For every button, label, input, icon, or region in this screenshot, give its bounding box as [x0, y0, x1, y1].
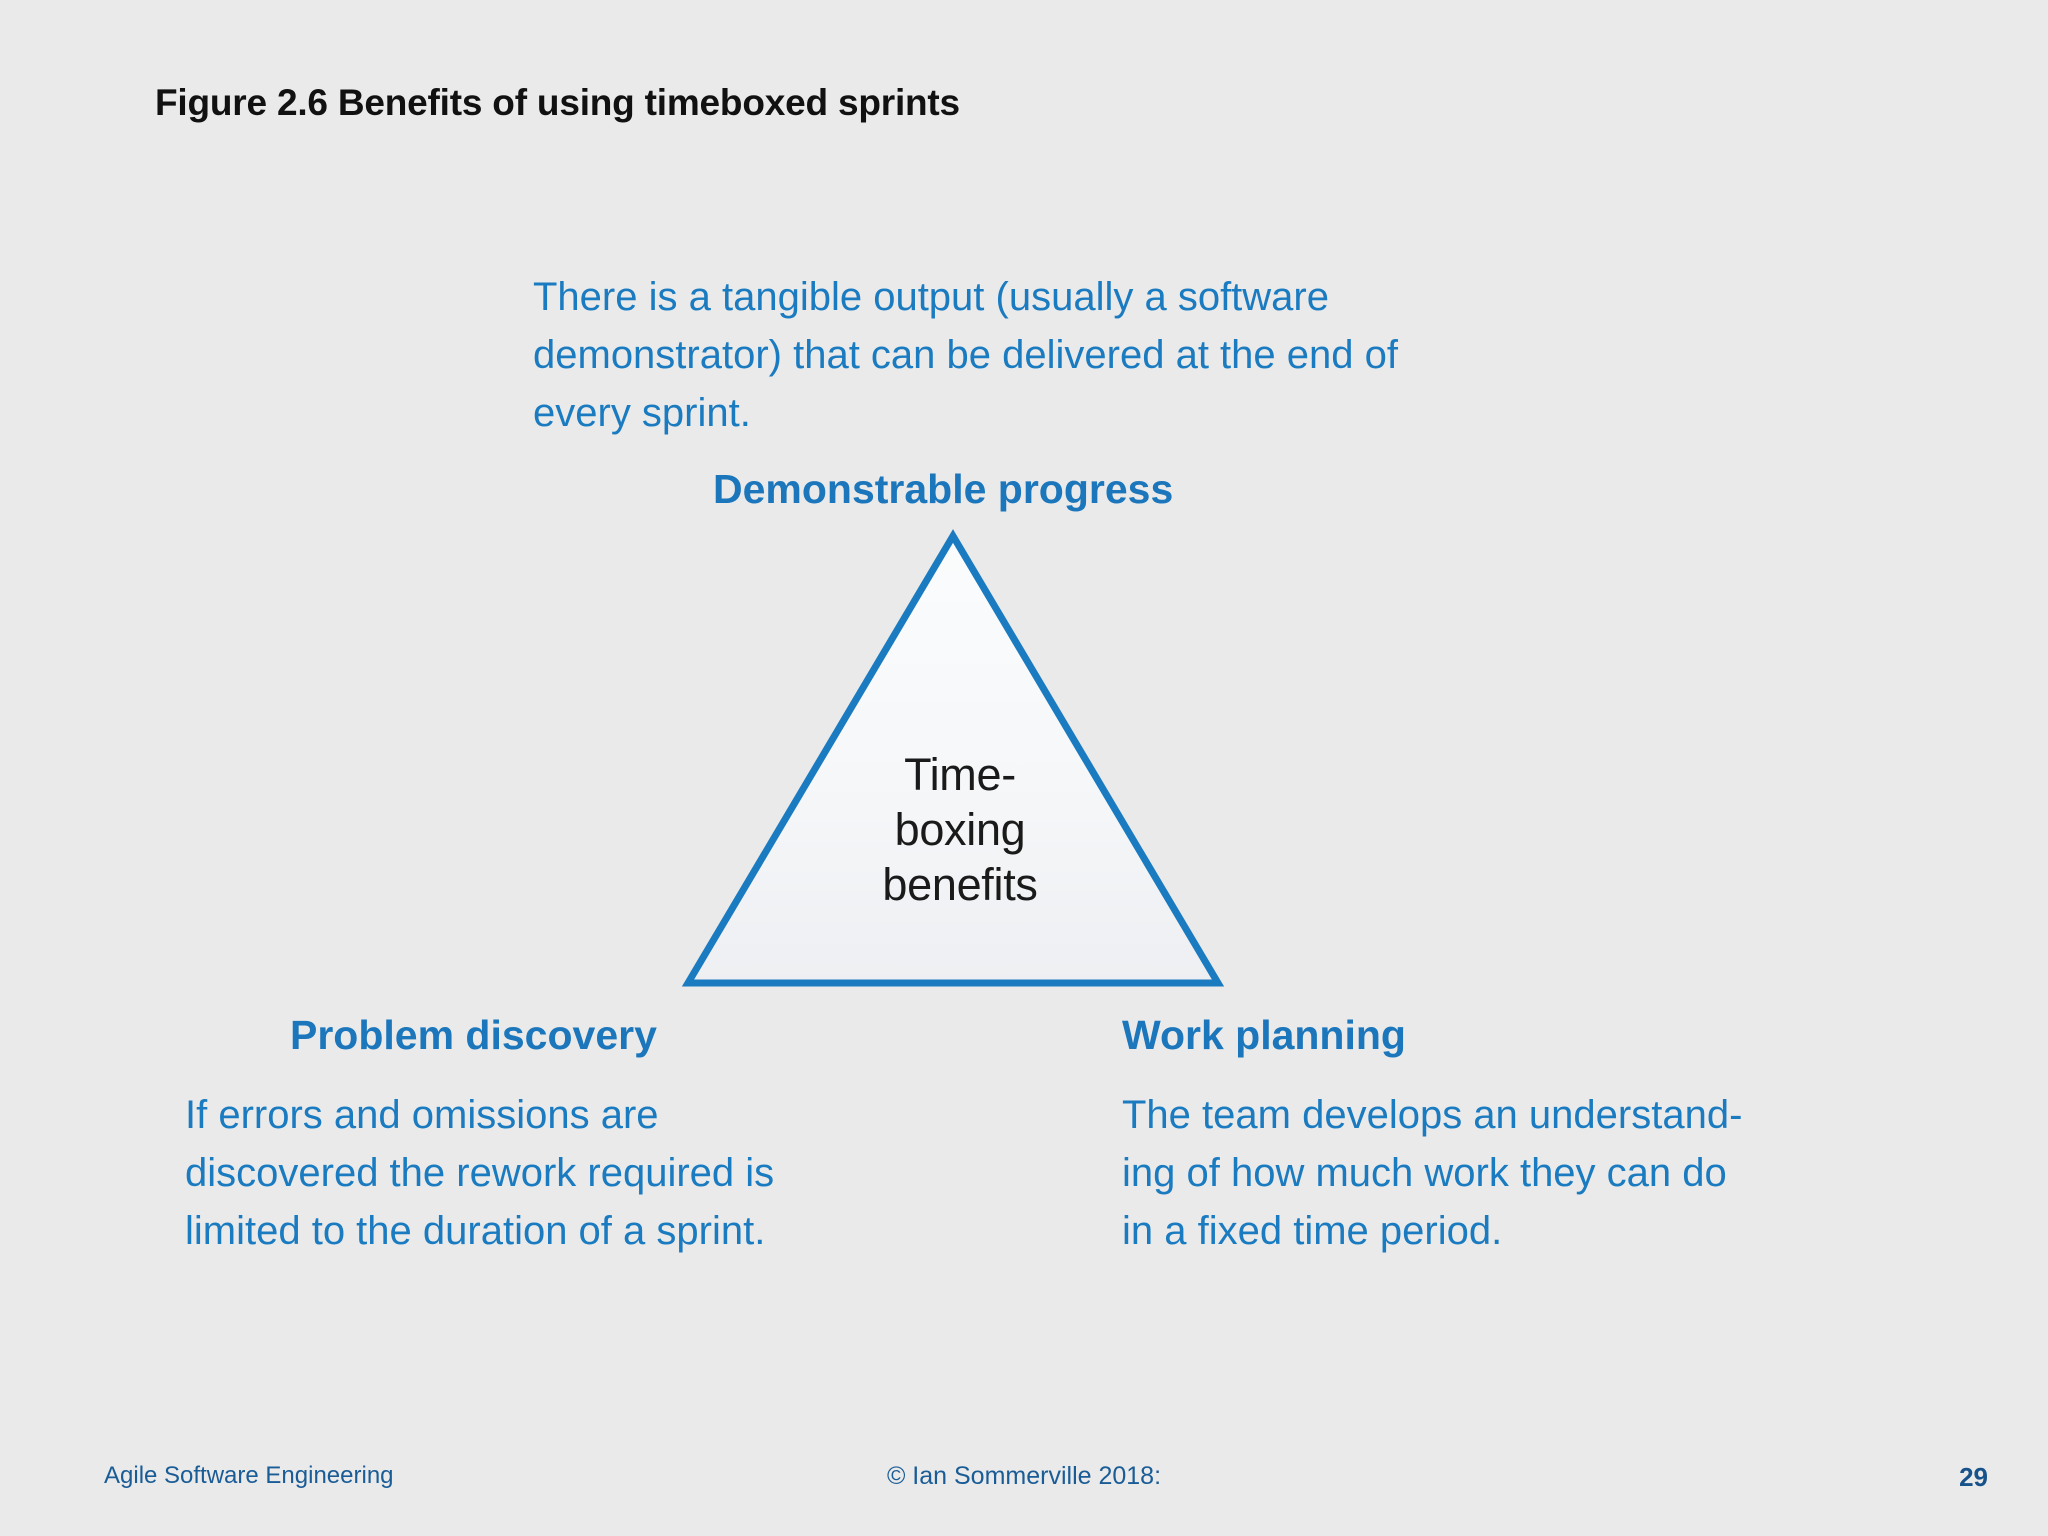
work-planning-line-2: ing of how much work they can do: [1122, 1151, 1727, 1195]
problem-discovery-description: If errors and omissions are discovered t…: [185, 1086, 975, 1260]
timeboxing-benefits-triangle: Time- boxing benefits: [660, 515, 1260, 1015]
vertex-label-problem-discovery: Problem discovery: [290, 1012, 657, 1058]
problem-discovery-line-3: limited to the duration of a sprint.: [185, 1209, 766, 1253]
work-planning-line-3: in a fixed time period.: [1122, 1209, 1503, 1253]
footer-copyright: © Ian Sommerville 2018:: [886, 1462, 1162, 1490]
triangle-label-line-1: Time-: [904, 749, 1016, 800]
vertex-label-demonstrable-progress: Demonstrable progress: [713, 466, 1174, 512]
problem-discovery-line-2: discovered the rework required is: [185, 1151, 775, 1195]
slide-footer: Agile Software Engineering © Ian Sommerv…: [0, 1462, 2048, 1512]
description-line-1: There is a tangible output (usually a so…: [533, 275, 1329, 319]
footer-page-number: 29: [1959, 1462, 1988, 1492]
triangle-label-line-2: boxing: [894, 804, 1026, 855]
footer-book-title: Agile Software Engineering: [104, 1462, 394, 1489]
demonstrable-progress-description: There is a tangible output (usually a so…: [533, 268, 1653, 442]
work-planning-description: The team develops an understand- ing of …: [1122, 1086, 1952, 1260]
work-planning-line-1: The team develops an understand-: [1122, 1093, 1743, 1137]
problem-discovery-line-1: If errors and omissions are: [185, 1093, 659, 1137]
vertex-label-work-planning: Work planning: [1122, 1012, 1406, 1058]
triangle-shape: [681, 529, 1225, 987]
triangle-center-label: Time- boxing benefits: [660, 747, 1260, 912]
description-line-2: demonstrator) that can be delivered at t…: [533, 333, 1398, 377]
triangle-label-line-3: benefits: [882, 859, 1038, 910]
triangle-polygon: [681, 529, 1225, 987]
page-title: Figure 2.6 Benefits of using timeboxed s…: [155, 82, 960, 123]
description-line-3: every sprint.: [533, 391, 751, 435]
